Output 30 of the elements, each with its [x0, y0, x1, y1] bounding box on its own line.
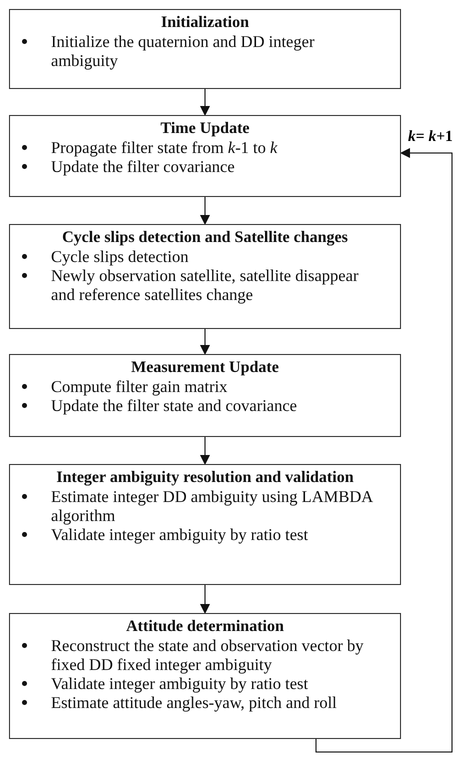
bullet-item: Newly observation satellite, satellite disappear and reference satellites change — [51, 266, 360, 304]
box-heading: Cycle slips detection and Satellite changes — [61, 228, 349, 247]
process-box — [9, 354, 401, 437]
process-box — [9, 224, 401, 329]
arrow — [200, 88, 210, 116]
process-box — [9, 9, 401, 89]
bullet-item: Cycle slips detection — [51, 247, 190, 266]
bullet-item: Update the filter state and covariance — [51, 396, 298, 415]
box-heading: Time Update — [159, 119, 251, 138]
process-box — [9, 613, 401, 739]
bullet-item: Update the filter covariance — [51, 157, 236, 176]
box-heading: Initialization — [160, 13, 250, 32]
process-box — [9, 115, 401, 197]
arrow — [200, 584, 210, 614]
arrow — [200, 328, 210, 355]
arrow — [316, 148, 452, 752]
arrow — [200, 436, 210, 465]
process-box — [9, 464, 401, 585]
bullet-item: Initialize the quaternion and DD integer ambiguity — [51, 32, 316, 70]
box-heading: Attitude determination — [125, 617, 285, 636]
bullet-item: Validate integer ambiguity by ratio test — [51, 525, 310, 544]
box-heading: Integer ambiguity resolution and validation — [55, 468, 355, 487]
bullet-item: Propagate filter state from k-1 to k — [51, 138, 278, 157]
arrow — [200, 196, 210, 225]
bullet-item: Validate integer ambiguity by ratio test — [51, 674, 310, 693]
bullet-item: Estimate attitude angles-yaw, pitch and roll — [51, 693, 338, 712]
box-heading: Measurement Update — [130, 358, 280, 377]
bullet-item: Estimate integer DD ambiguity using LAMBDA algorithm — [51, 487, 374, 525]
bullet-item: Reconstruct the state and observation vector by fixed DD fixed integer ambiguity — [51, 636, 364, 674]
bullet-item: Compute filter gain matrix — [51, 377, 228, 396]
